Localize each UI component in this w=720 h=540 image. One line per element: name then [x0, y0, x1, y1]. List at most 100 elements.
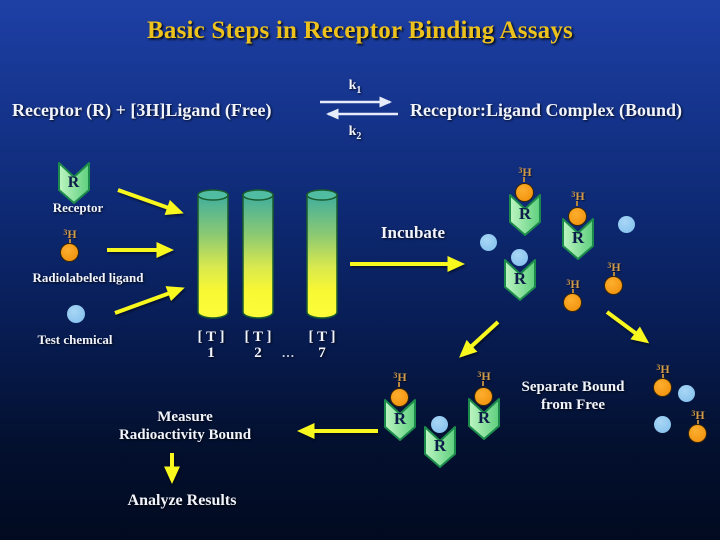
- tritium-sup: 3: [477, 370, 482, 379]
- radiolabeled-ligand-icon: 3H: [59, 227, 81, 263]
- arrow-to-bound: [459, 320, 500, 358]
- tube-2-number: 2: [254, 345, 262, 361]
- step-analyze-label: Analyze Results: [127, 492, 237, 509]
- receptor-letter: R: [571, 228, 585, 247]
- tritium-label: 3H: [467, 369, 501, 382]
- tritium-sup: 3: [393, 371, 398, 380]
- tritium-base: H: [397, 370, 407, 384]
- ligand-ball: [515, 183, 534, 202]
- arrow-receptor-to-tubes: [117, 188, 184, 215]
- receptor-chemical-complex: R: [503, 230, 537, 302]
- tritium-base: H: [481, 369, 491, 383]
- tritium-base: H: [522, 165, 532, 179]
- receptor-icon: R: [57, 161, 90, 204]
- tritium-base: H: [611, 260, 621, 274]
- rate-constant-k1: k1: [340, 78, 370, 96]
- bound-complex: 3H R: [383, 370, 417, 442]
- tube-3-number: 7: [318, 345, 326, 361]
- tritium-label: 3H: [508, 165, 542, 178]
- receptor-letter: R: [393, 409, 407, 428]
- ligand-ball: [653, 378, 672, 397]
- tube-3-conc-label: [ T ]: [308, 329, 336, 345]
- tritium-bond-line: [697, 420, 699, 425]
- receptor-icon: [561, 217, 595, 261]
- tritium-sup: 3: [691, 409, 696, 418]
- separate-line2: from Free: [541, 397, 605, 413]
- tritium-sup: 3: [566, 278, 571, 287]
- tritium-label: 3H: [383, 370, 417, 383]
- tube-ellipsis: …: [281, 345, 295, 360]
- tritium-base: H: [660, 362, 670, 376]
- tritium-sup: 3: [63, 228, 68, 237]
- free-chemical-ball: [618, 216, 635, 233]
- k2-sub: 2: [356, 130, 362, 142]
- tritium-bond-line: [662, 374, 664, 379]
- tritium-bond-line: [576, 201, 578, 206]
- receptor-icon: [383, 398, 417, 442]
- step-separate-label: Separate Bound from Free: [493, 378, 653, 414]
- tube-1-conc-label: [ T ]: [197, 329, 225, 345]
- tritium-base: H: [695, 408, 705, 422]
- tritium-bond-line: [398, 382, 400, 387]
- tube-1-number: 1: [207, 345, 215, 361]
- measure-line1: Measure: [157, 409, 213, 425]
- ligand-ball: [60, 243, 79, 262]
- tritium-label: 3H: [561, 189, 595, 202]
- receptor-icon: [467, 397, 501, 441]
- tube-2: [242, 189, 274, 319]
- tritium-label: 3H: [562, 277, 584, 290]
- receptor-chevron-svg: [58, 162, 90, 204]
- tritium-sup: 3: [607, 261, 612, 270]
- receptor-icon: [423, 425, 457, 469]
- free-chemical-ball: [654, 416, 671, 433]
- tube-2-opening: [242, 189, 274, 201]
- tube-3-body: [306, 194, 338, 319]
- tritium-bond-line: [613, 272, 615, 277]
- receptor-letter: R: [518, 204, 532, 223]
- tritium-sup: 3: [571, 190, 576, 199]
- tritium-bond-line: [69, 239, 71, 244]
- receptor-letter: R: [67, 174, 80, 191]
- free-chemical-ball: [480, 234, 497, 251]
- receptor-icon: [503, 258, 537, 302]
- step-measure-label: Measure Radioactivity Bound: [95, 408, 275, 444]
- separate-line1: Separate Bound: [521, 379, 625, 395]
- ligand-ball: [474, 387, 493, 406]
- legend-ligand-label: Radiolabeled ligand: [32, 270, 144, 285]
- bound-complex: 3H R: [467, 369, 501, 441]
- ligand-ball: [568, 207, 587, 226]
- tube-2-body: [242, 194, 274, 319]
- free-ligand: 3H: [652, 362, 674, 398]
- tube-2-conc-label: [ T ]: [244, 329, 272, 345]
- legend-receptor-label: Receptor: [52, 200, 104, 215]
- rate-constant-k2: k2: [340, 124, 370, 142]
- tritium-label: 3H: [59, 227, 81, 240]
- ligand-ball: [688, 424, 707, 443]
- tritium-sup: 3: [656, 363, 661, 372]
- free-chemical-ball: [678, 385, 695, 402]
- tube-1: [197, 189, 229, 319]
- step-incubate-label: Incubate: [380, 223, 446, 242]
- k1-sub: 1: [356, 84, 362, 96]
- tritium-bond-line: [572, 289, 574, 294]
- tritium-base: H: [575, 189, 585, 203]
- receptor-chevron-shape: [58, 162, 90, 204]
- tube-1-opening: [197, 189, 229, 201]
- arrow-chemical-to-tubes: [114, 286, 185, 315]
- ligand-ball: [563, 293, 582, 312]
- receptor-letter: R: [433, 436, 447, 455]
- bound-complex: 3H R: [561, 189, 595, 261]
- k1-base: k: [348, 78, 357, 93]
- receptor-letter: R: [477, 408, 491, 427]
- free-ligand: 3H: [603, 260, 625, 296]
- receptor-icon: [508, 193, 542, 237]
- equation-left: Receptor (R) + [3H]Ligand (Free): [12, 100, 272, 120]
- ligand-ball: [390, 388, 409, 407]
- tritium-base: H: [570, 277, 580, 291]
- equation-right: Receptor:Ligand Complex (Bound): [410, 100, 683, 120]
- bound-complex: 3H R: [508, 165, 542, 237]
- tritium-label: 3H: [687, 408, 709, 421]
- chemical-ball: [431, 416, 448, 433]
